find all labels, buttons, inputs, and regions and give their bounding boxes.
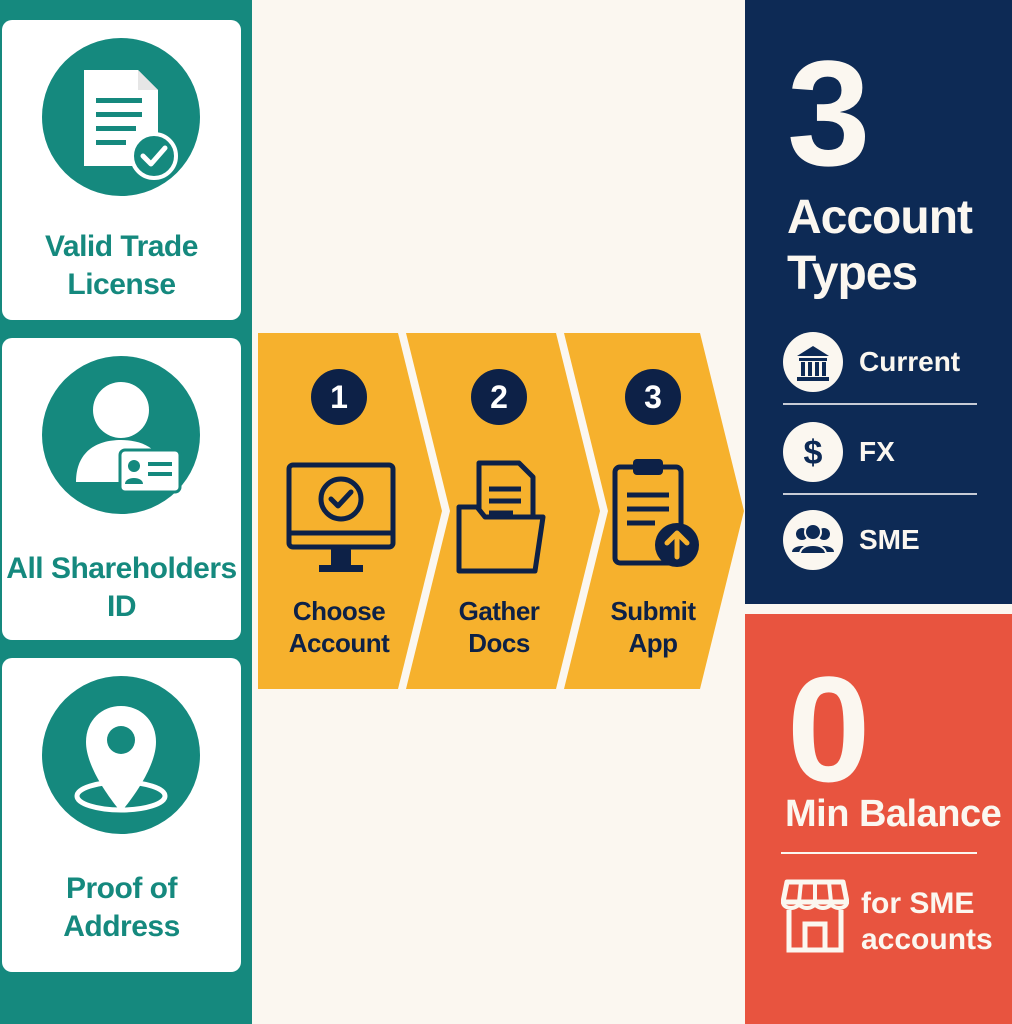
monitor-check-icon [279, 455, 399, 585]
account-types-count: 3 [787, 29, 871, 197]
account-type-label: SME [859, 524, 920, 555]
step-number-badge: 2 [471, 369, 527, 425]
svg-text:$: $ [804, 434, 823, 472]
requirement-label: Valid Trade License [45, 230, 198, 301]
requirement-card-trade-license: Valid Trade License [2, 20, 241, 320]
document-check-icon [42, 38, 200, 196]
min-balance-panel: 0 Min Balance for SME accounts [745, 614, 1012, 1024]
step-label: Choose Account [288, 596, 390, 658]
step-label: Gather Docs [458, 596, 540, 658]
process-steps: 1 Choose Account 2 [256, 333, 746, 689]
step-number-badge: 3 [625, 369, 681, 425]
requirement-label: Proof of Address [63, 872, 180, 943]
dollar-icon: $ [783, 422, 843, 482]
account-type-fx: $ FX [783, 422, 979, 488]
requirements-column: Valid Trade License All Shareholders ID [0, 0, 252, 1024]
people-group-icon [783, 510, 843, 570]
step-number-badge: 1 [311, 369, 367, 425]
location-pin-icon [42, 676, 200, 834]
step-gather-docs: 2 Gather Docs [424, 333, 574, 689]
account-types-panel: 3 Account Types Current $ FX [745, 0, 1012, 604]
account-type-label: FX [859, 436, 895, 467]
step-submit-app: 3 Submit App [578, 333, 728, 689]
min-balance-value: 0 [787, 645, 871, 813]
folder-docs-icon [439, 455, 559, 585]
bank-icon [783, 332, 843, 392]
account-type-sme: SME [783, 510, 979, 576]
clipboard-upload-icon [593, 455, 713, 585]
requirement-card-proof-of-address: Proof of Address [2, 658, 241, 972]
divider [781, 852, 977, 854]
step-label: Submit App [610, 596, 696, 658]
divider [783, 403, 977, 405]
step-choose-account: 1 Choose Account [264, 333, 414, 689]
min-balance-note: for SME accounts [861, 887, 993, 956]
requirement-label: All Shareholders ID [6, 552, 237, 623]
min-balance-caption: Min Balance [785, 793, 1002, 835]
account-types-title: Account Types [787, 191, 973, 300]
requirement-card-shareholders-id: All Shareholders ID [2, 338, 241, 640]
account-type-current: Current [783, 332, 979, 398]
storefront-icon [780, 876, 850, 956]
divider [783, 493, 977, 495]
account-type-label: Current [859, 346, 961, 377]
person-id-card-icon [42, 356, 200, 514]
